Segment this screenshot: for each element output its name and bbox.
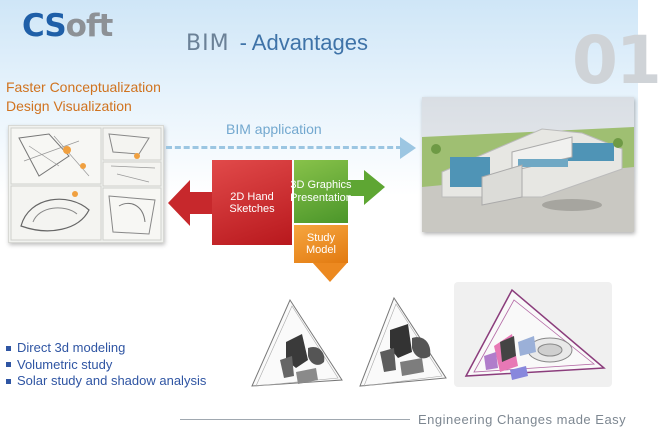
study-plan-1-image [246,290,346,402]
advantages-list: Direct 3d modeling Volumetric study Sola… [6,340,206,390]
box-3d-graphics-presentation: 3D Graphics Presentation [290,160,352,223]
list-item: Volumetric study [6,357,206,374]
study-plan-3d-image [454,282,612,387]
hand-sketches-image [8,125,164,243]
subheading-line-2: Design Visualization [6,98,132,114]
footer-tagline: Engineering Changes made Easy [418,412,627,427]
slide-number: 01 [572,22,660,99]
logo-oft: oft [65,8,114,44]
title-advantages: - Advantages [239,30,368,55]
slide-title: BIM - Advantages [186,30,368,56]
box-2d-hand-sketches: 2D Hand Sketches [212,160,292,245]
box-study-model: Study Model [294,225,348,263]
slide: CSoft BIM- Advantages 01 Faster Conceptu… [0,0,638,435]
bim-dashed-arrow [166,146,402,149]
left-red-arrow [168,180,214,226]
list-item: Direct 3d modeling [6,340,206,357]
subheading: Faster Conceptualization Design Visualiz… [6,78,161,116]
title-bim: BIM [186,31,230,56]
list-item: Solar study and shadow analysis [6,373,206,390]
study-plan-2-image [350,290,450,402]
footer-divider [180,419,410,420]
logo-cs: CS [22,8,67,44]
bim-arrow-head [400,137,416,159]
subheading-line-1: Faster Conceptualization [6,79,161,95]
bim-application-label: BIM application [226,121,322,137]
3d-render-image [422,97,634,232]
csoft-logo: CSoft [22,8,114,44]
